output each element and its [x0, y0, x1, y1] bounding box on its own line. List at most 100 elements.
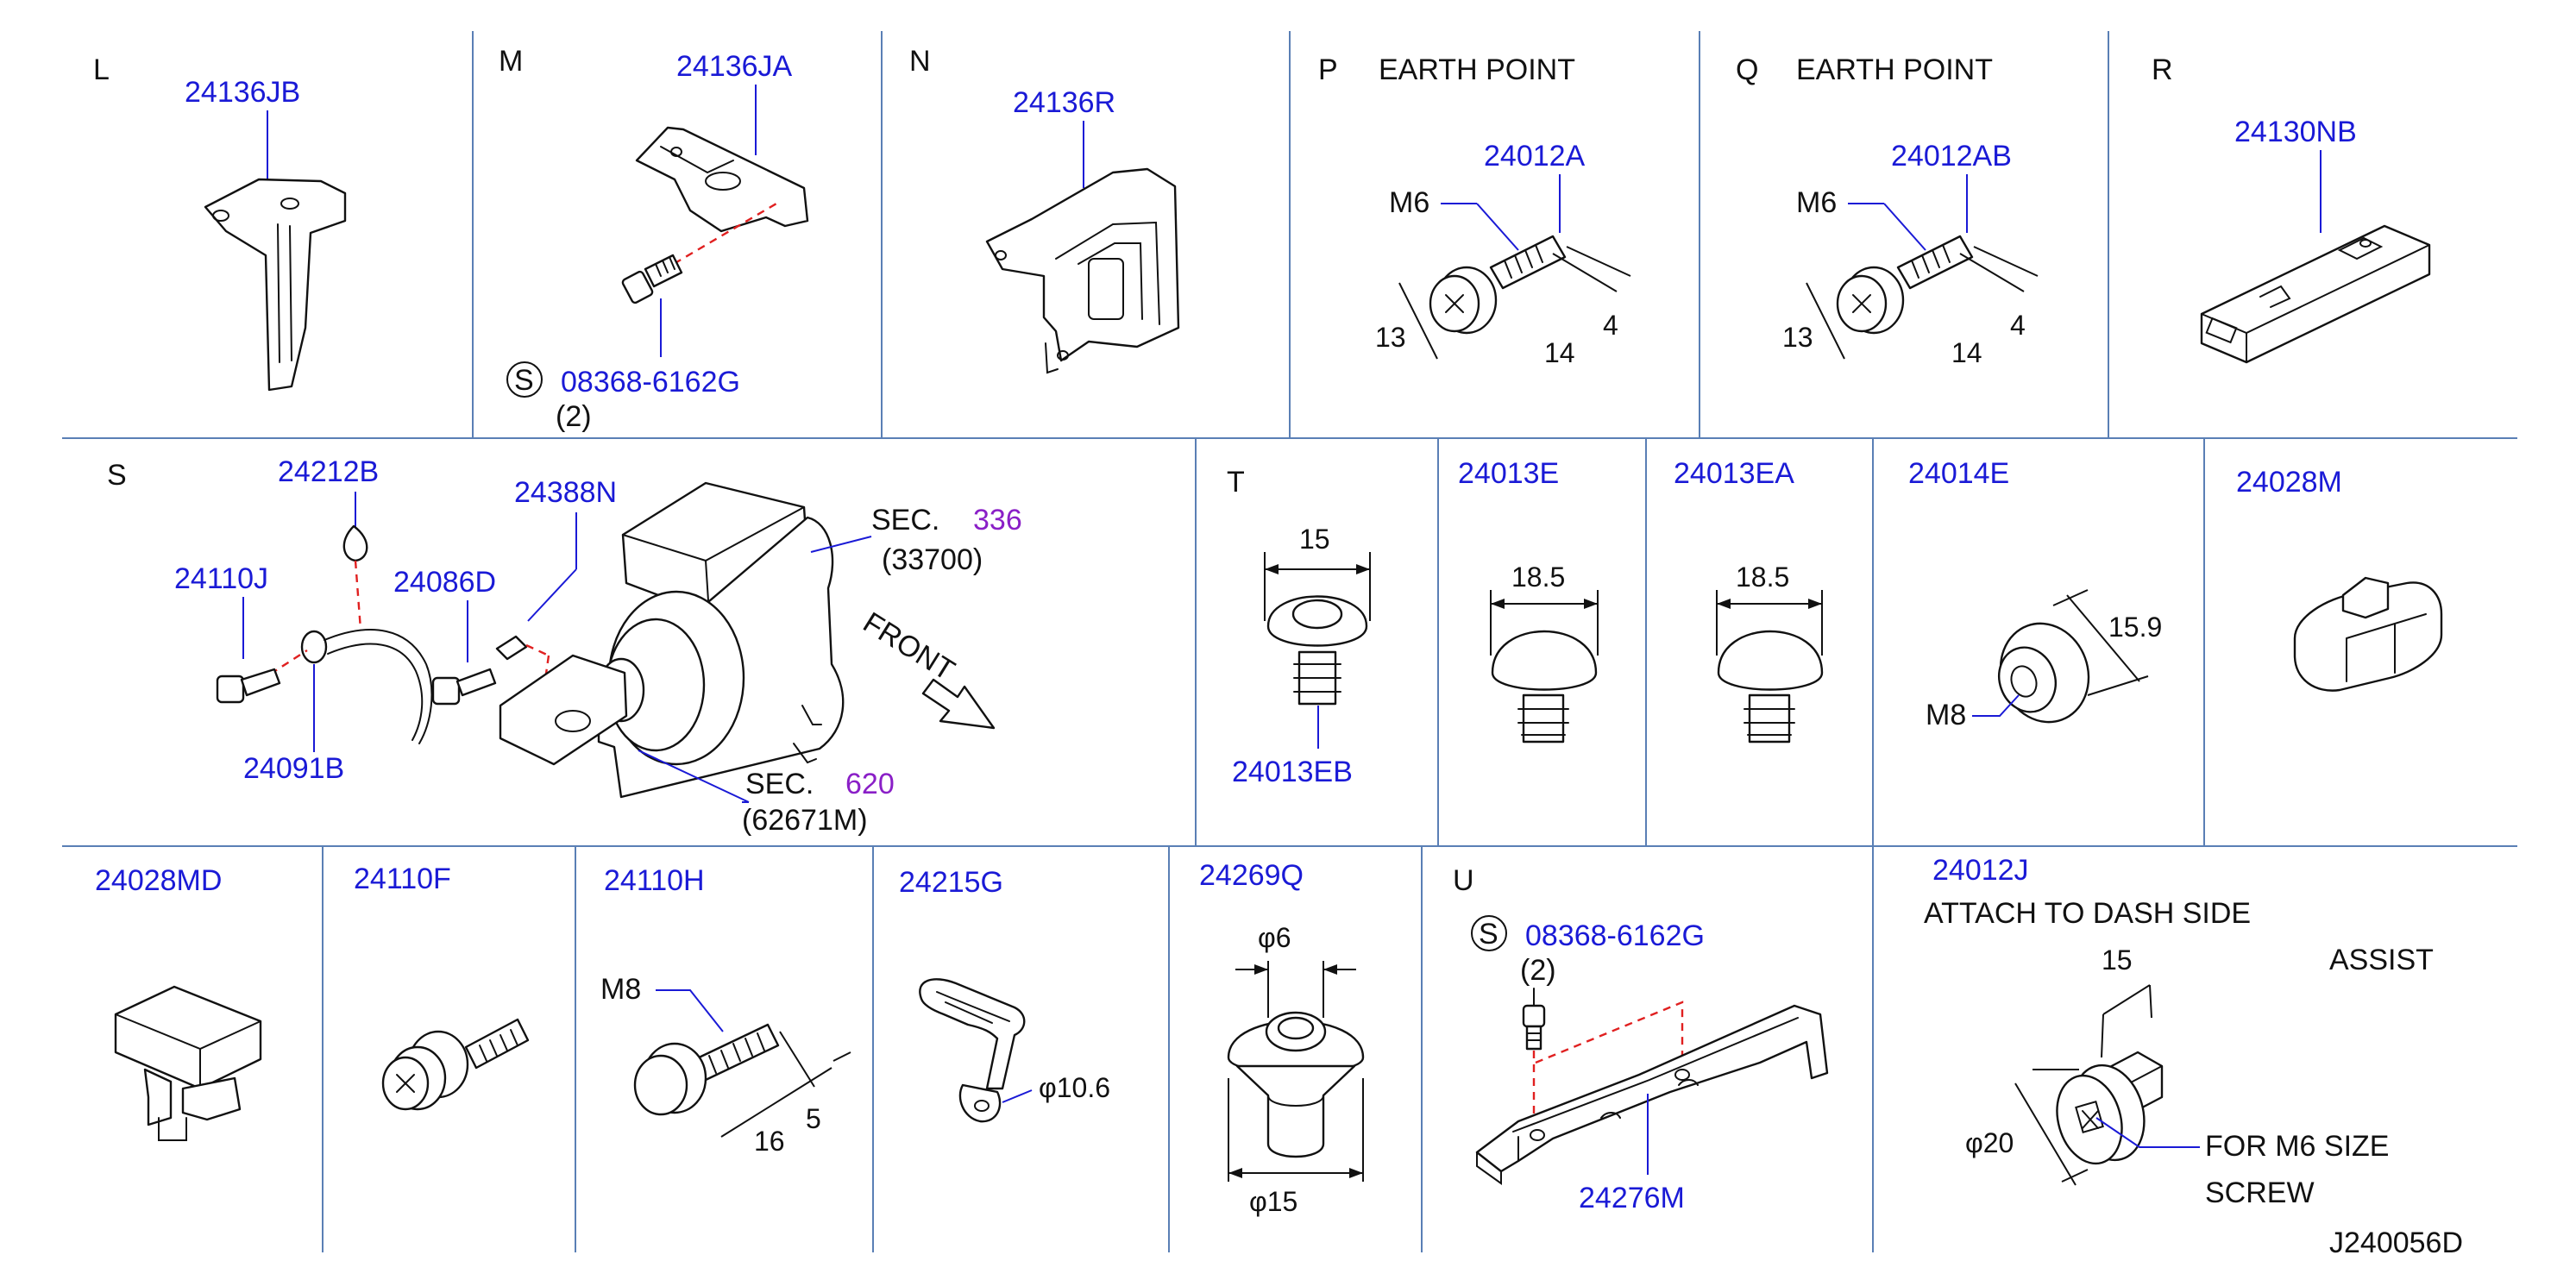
dim-15.9: 15.9: [2108, 612, 2162, 643]
dim-14-P: 14: [1544, 337, 1575, 368]
section-letter-M: M: [499, 45, 523, 78]
dim-13-P: 13: [1375, 322, 1406, 353]
section-code-33700: (33700): [882, 543, 983, 576]
clip-24013EA-drawing: [1717, 630, 1824, 744]
cell-U: U S 08368-6162G (2) 24276M: [1453, 864, 1829, 1214]
part-number-24013E[interactable]: 24013E: [1458, 457, 1559, 490]
part-number-24013EA[interactable]: 24013EA: [1674, 457, 1794, 490]
dim-13-Q: 13: [1782, 322, 1813, 353]
attach-note-line-2: ASSIST: [2329, 944, 2434, 976]
screw-08368-6162G-drawing: [621, 254, 683, 304]
part-number-24012A[interactable]: 24012A: [1484, 140, 1586, 173]
section-code-62671M: (62671M): [742, 804, 868, 837]
dim-18.5-EA: 18.5: [1736, 562, 1789, 593]
part-number-24136JA[interactable]: 24136JA: [676, 50, 793, 83]
sec-label-2: SEC.: [745, 768, 814, 800]
grommet-24012J-drawing: [2056, 1051, 2164, 1165]
bolt-24110F-drawing: [381, 1018, 530, 1111]
dim-phi20: φ20: [1965, 1127, 2014, 1158]
part-number-24136JB[interactable]: 24136JB: [185, 76, 300, 109]
clip-24028MD-drawing: [114, 985, 262, 1141]
part-number-08368-6162G-U[interactable]: 08368-6162G: [1525, 919, 1705, 952]
part-number-24269Q[interactable]: 24269Q: [1199, 859, 1304, 892]
part-number-24091B[interactable]: 24091B: [243, 752, 344, 785]
s-mark: S: [514, 364, 534, 397]
part-number-24136R[interactable]: 24136R: [1013, 86, 1115, 119]
thread-label-M6-Q: M6: [1796, 186, 1837, 219]
dim-18.5-E: 18.5: [1511, 562, 1565, 593]
part-number-24110J[interactable]: 24110J: [174, 562, 268, 595]
quantity-label-U: (2): [1520, 954, 1556, 987]
section-letter-P: P: [1318, 53, 1338, 86]
clip-24028M-drawing: [2293, 576, 2443, 692]
cell-T: T 15 24013EB: [1227, 466, 1371, 788]
cell-Q: Q EARTH POINT 24012AB M6 13 14 4: [1736, 53, 2039, 368]
cell-24269Q: 24269Q φ6 φ15: [1199, 859, 1365, 1217]
bolt-24012A-drawing: [1429, 235, 1567, 335]
dim-4-P: 4: [1603, 310, 1618, 341]
cell-24110H: 24110H M8 5 16: [600, 864, 851, 1157]
bracket-24276M-drawing: [1475, 1004, 1829, 1185]
part-number-24215G[interactable]: 24215G: [899, 866, 1003, 899]
front-arrow-icon: [921, 678, 996, 730]
dim-phi10.6: φ10.6: [1039, 1072, 1110, 1103]
section-ref-336[interactable]: 336: [973, 504, 1022, 536]
cell-24028MD: 24028MD: [95, 864, 262, 1141]
bolt-24012AB-drawing: [1836, 235, 1974, 335]
cell-M: M 24136JA S 08368-6162G (2): [499, 45, 809, 433]
screw-note-line-1: FOR M6 SIZE: [2205, 1130, 2389, 1163]
bolt-24110H-drawing: [633, 1023, 780, 1116]
bracket-24136R-drawing: [985, 167, 1180, 374]
part-number-24388N[interactable]: 24388N: [514, 476, 617, 509]
connector-24130NB-drawing: [2200, 224, 2431, 364]
part-number-24130NB[interactable]: 24130NB: [2234, 116, 2357, 148]
part-number-24276M[interactable]: 24276M: [1579, 1182, 1685, 1214]
s-mark-circle: [506, 361, 543, 398]
part-number-24014E[interactable]: 24014E: [1908, 457, 2009, 490]
s-mark-circle-U: [1471, 915, 1507, 951]
part-number-24212B[interactable]: 24212B: [278, 455, 379, 488]
part-number-24110H[interactable]: 24110H: [604, 864, 705, 897]
grommet-24269Q-drawing: [1227, 1011, 1365, 1158]
dim-phi15: φ15: [1249, 1186, 1297, 1217]
nut-24014E-drawing: [1998, 622, 2090, 724]
part-number-08368-6162G[interactable]: 08368-6162G: [561, 366, 740, 398]
front-label: FRONT: [858, 606, 960, 687]
attach-note-line-1: ATTACH TO DASH SIDE: [1924, 897, 2251, 930]
section-letter-U: U: [1453, 864, 1474, 897]
part-number-24028MD[interactable]: 24028MD: [95, 864, 222, 897]
cell-R: R 24130NB: [2152, 53, 2431, 364]
cell-24215G: 24215G φ10.6: [899, 866, 1110, 1123]
cell-24014E: 24014E 15.9 M8: [1908, 457, 2162, 731]
section-ref-620[interactable]: 620: [845, 768, 895, 800]
sec-label-1: SEC.: [871, 504, 939, 536]
engine-block-drawing: [499, 481, 845, 799]
clip-24013EB-drawing: [1266, 595, 1368, 706]
cell-N: N 24136R: [909, 45, 1180, 374]
dim-15-T: 15: [1299, 524, 1330, 555]
cell-S: S 24212B 24388N 24110J 24086D 24091B: [107, 455, 1022, 837]
earth-point-title-Q: EARTH POINT: [1796, 53, 1993, 86]
cell-L: L 24136JB: [93, 53, 347, 392]
part-number-24013EB[interactable]: 24013EB: [1232, 756, 1353, 788]
part-number-24028M[interactable]: 24028M: [2236, 466, 2342, 499]
part-number-24012AB[interactable]: 24012AB: [1891, 140, 2012, 173]
clamp-24215G-drawing: [919, 978, 1026, 1123]
dim-5-24110H: 5: [806, 1103, 821, 1134]
part-number-24012J[interactable]: 24012J: [1932, 854, 2029, 887]
cell-24012J: 24012J ATTACH TO DASH SIDE ASSIST 15 φ20…: [1924, 854, 2434, 1209]
part-number-24110F[interactable]: 24110F: [354, 863, 451, 895]
dim-15-24012J: 15: [2102, 944, 2133, 976]
earth-point-title-P: EARTH POINT: [1379, 53, 1575, 86]
cell-24013E: 24013E 18.5: [1458, 457, 1599, 744]
quantity-label: (2): [556, 400, 592, 433]
dim-phi6: φ6: [1258, 922, 1291, 953]
cell-24110F: 24110F: [354, 863, 530, 1111]
section-letter-Q: Q: [1736, 53, 1758, 86]
drawing-id: J240056D: [2329, 1227, 2463, 1259]
bracket-24136JA-drawing: [635, 126, 809, 233]
cell-24013EA: 24013EA 18.5: [1674, 457, 1824, 744]
screw-note-line-2: SCREW: [2205, 1176, 2315, 1209]
screw-U-drawing: [1522, 988, 1546, 1051]
part-number-24086D[interactable]: 24086D: [393, 566, 496, 599]
